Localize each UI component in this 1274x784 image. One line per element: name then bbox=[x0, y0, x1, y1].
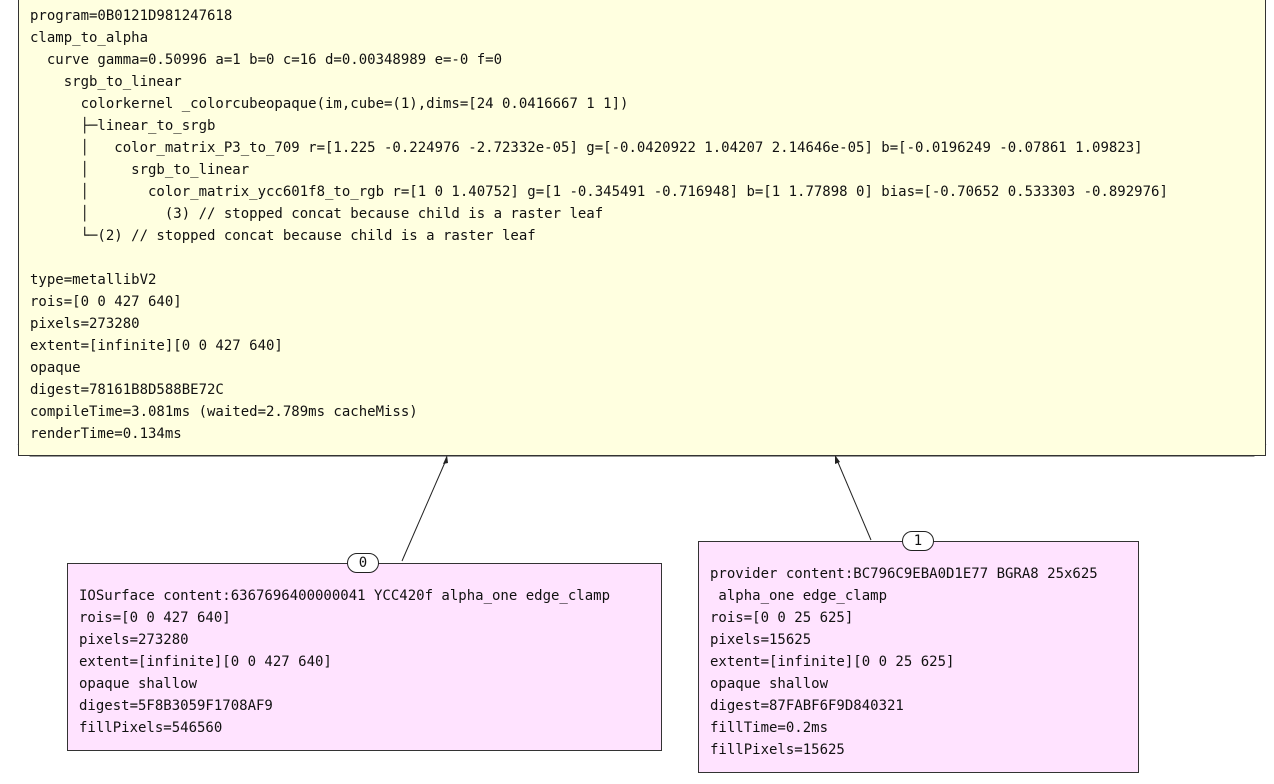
text-line: ├─linear_to_srgb bbox=[30, 118, 216, 134]
text-line: rois=[0 0 427 640] bbox=[30, 294, 182, 310]
text-line: pixels=15625 bbox=[710, 632, 812, 648]
text-line: opaque shallow bbox=[79, 676, 198, 692]
text-line: digest=87FABF6F9D840321 bbox=[710, 698, 904, 714]
text-line: extent=[infinite][0 0 427 640] bbox=[30, 338, 283, 354]
text-line: provider content:BC796C9EBA0D1E77 BGRA8 … bbox=[710, 566, 1098, 582]
text-line: curve gamma=0.50996 a=1 b=0 c=16 d=0.003… bbox=[30, 52, 503, 68]
text-line: opaque shallow bbox=[710, 676, 829, 692]
text-line: type=metallibV2 bbox=[30, 272, 157, 288]
text-line: renderTime=0.134ms bbox=[30, 426, 182, 442]
input-index-badge-1: 1 bbox=[902, 531, 934, 551]
text-line: pixels=273280 bbox=[79, 632, 189, 648]
text-line bbox=[30, 247, 1265, 269]
text-line: fillPixels=546560 bbox=[79, 720, 223, 736]
text-line: extent=[infinite][0 0 427 640] bbox=[79, 654, 332, 670]
text-line: digest=5F8B3059F1708AF9 bbox=[79, 698, 273, 714]
text-line: IOSurface content:6367696400000041 YCC42… bbox=[79, 588, 611, 604]
text-line: srgb_to_linear bbox=[30, 74, 182, 90]
text-line: pixels=273280 bbox=[30, 316, 140, 332]
text-line: opaque bbox=[30, 360, 81, 376]
text-line: │ color_matrix_ycc601f8_to_rgb r=[1 0 1.… bbox=[30, 184, 1168, 200]
text-line: └─(2) // stopped concat because child is… bbox=[30, 228, 536, 244]
text-line: │ srgb_to_linear bbox=[30, 162, 250, 178]
edge-input-0 bbox=[401, 459, 447, 562]
edge-arrowhead-0 bbox=[443, 455, 448, 464]
input-index-badge-0: 0 bbox=[347, 553, 379, 573]
text-line: rois=[0 0 427 640] bbox=[79, 610, 231, 626]
text-line: │ color_matrix_P3_to_709 r=[1.225 -0.224… bbox=[30, 140, 1143, 156]
edge-input-1 bbox=[836, 459, 872, 541]
text-line: fillPixels=15625 bbox=[710, 742, 845, 758]
text-line: rois=[0 0 25 625] bbox=[710, 610, 854, 626]
text-line: fillTime=0.2ms bbox=[710, 720, 829, 736]
text-line: program=0B0121D981247618 bbox=[30, 8, 233, 24]
text-line: │ (3) // stopped concat because child is… bbox=[30, 206, 604, 222]
text-line: alpha_one edge_clamp bbox=[710, 588, 888, 604]
text-line: extent=[infinite][0 0 25 625] bbox=[710, 654, 955, 670]
text-line: clamp_to_alpha bbox=[30, 30, 149, 46]
text-line: colorkernel _colorcubeopaque(im,cube=(1)… bbox=[30, 96, 629, 112]
edge-arrowhead-1 bbox=[835, 455, 840, 464]
text-line: compileTime=3.081ms (waited=2.789ms cach… bbox=[30, 404, 418, 420]
main-program-node[interactable]: program=0B0121D981247618 clamp_to_alpha c… bbox=[18, 0, 1266, 456]
input-node-1[interactable]: provider content:BC796C9EBA0D1E77 BGRA8 … bbox=[698, 541, 1139, 773]
input-node-0[interactable]: IOSurface content:6367696400000041 YCC42… bbox=[67, 563, 662, 751]
text-line: digest=78161B8D588BE72C bbox=[30, 382, 224, 398]
